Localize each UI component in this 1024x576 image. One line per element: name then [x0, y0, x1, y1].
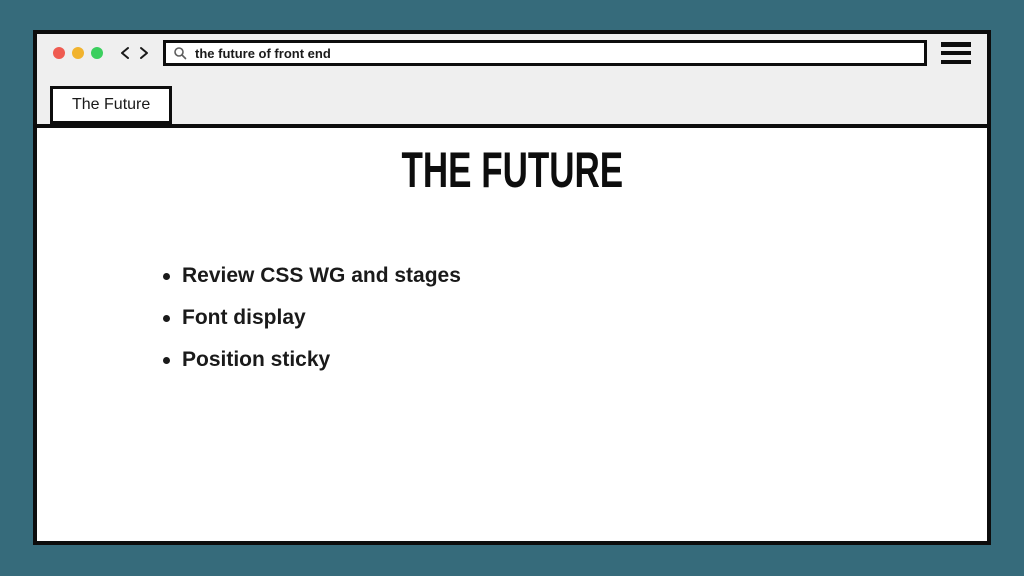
slide-title-row: THE FUTURE [37, 145, 987, 195]
search-input[interactable] [195, 45, 917, 61]
tab-label: The Future [72, 96, 151, 113]
maximize-window-icon[interactable] [91, 47, 103, 59]
list-item: Position sticky [163, 345, 987, 375]
slide-title: THE FUTURE [401, 142, 623, 198]
browser-toolbar [37, 34, 987, 72]
close-window-icon[interactable] [53, 47, 65, 59]
minimize-window-icon[interactable] [72, 47, 84, 59]
nav-arrows [119, 46, 150, 60]
hamburger-bar [941, 59, 971, 64]
search-icon [173, 46, 187, 60]
bullet-list: Review CSS WG and stages Font display Po… [163, 261, 987, 375]
list-item: Review CSS WG and stages [163, 261, 987, 291]
forward-icon[interactable] [138, 46, 150, 60]
browser-window: The Future THE FUTURE Review CSS WG and … [33, 30, 991, 545]
hamburger-menu-icon[interactable] [941, 42, 971, 64]
hamburger-bar [941, 42, 971, 47]
slide-content: THE FUTURE Review CSS WG and stages Font… [37, 124, 987, 541]
window-controls [53, 47, 103, 59]
browser-tab[interactable]: The Future [50, 86, 173, 124]
list-item: Font display [163, 303, 987, 333]
hamburger-bar [941, 50, 971, 56]
back-icon[interactable] [119, 46, 131, 60]
browser-chrome: The Future [37, 34, 987, 124]
address-bar[interactable] [163, 40, 927, 66]
